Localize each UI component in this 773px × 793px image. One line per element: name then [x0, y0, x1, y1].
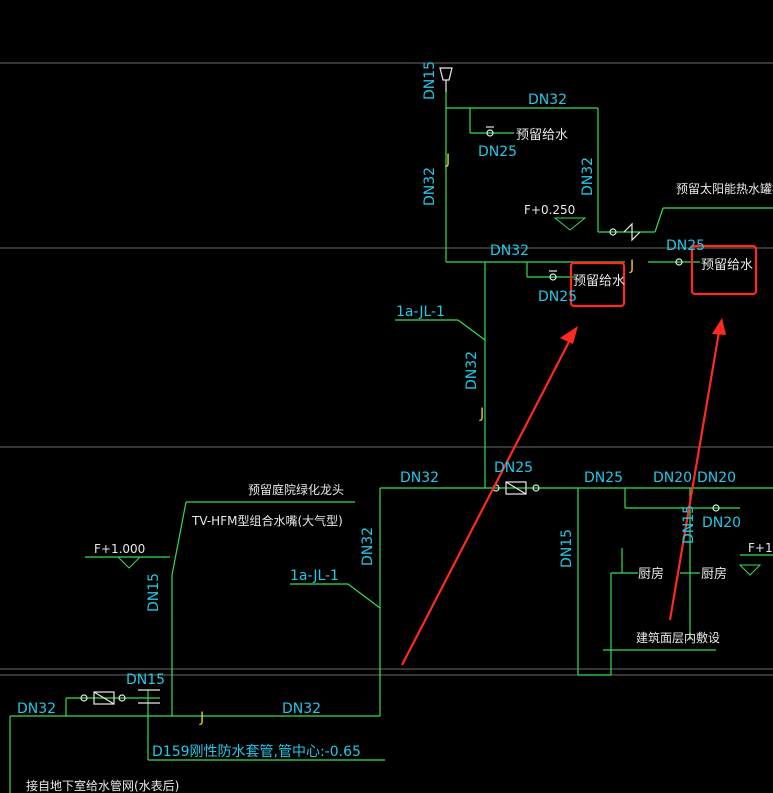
pipe-network	[9, 92, 773, 793]
valve-symbols	[80, 67, 720, 705]
label-dn32-left-riser: DN32	[422, 167, 438, 206]
fitting-marks: J J J J	[199, 152, 634, 726]
label-dn32-bottom-left: DN32	[17, 701, 56, 717]
label-jl-1-upper: 1a-JL-1	[396, 304, 445, 320]
fitting-j-4: J	[199, 710, 204, 726]
label-dn32-right-riser: DN32	[580, 157, 596, 196]
label-dn15-top: DN15	[422, 61, 438, 100]
red-annotations	[401, 244, 758, 666]
label-dn20-b: DN20	[697, 470, 736, 486]
label-jl-1-lower: 1a-JL-1	[290, 568, 339, 584]
arrow-heads	[560, 318, 726, 344]
label-reserve-water-3: 预留给水	[701, 258, 753, 273]
label-f-12: F+1.2	[748, 541, 773, 555]
arrow-head-1	[560, 326, 578, 344]
arrow-line-2	[668, 325, 722, 621]
label-floor-lay: 建筑面层内敷设	[636, 630, 720, 645]
highlight-box-1	[569, 261, 626, 308]
label-dn32-top: DN32	[528, 92, 567, 108]
label-dn25-mid: DN25	[538, 289, 577, 305]
highlight-box-2	[690, 244, 758, 296]
label-dn25-1: DN25	[478, 144, 517, 160]
label-kitchen-1: 厨房	[638, 566, 664, 582]
label-dn20-c: DN20	[702, 515, 741, 531]
label-dn20-a: DN20	[653, 470, 692, 486]
label-dn15-far-right: DN15	[681, 505, 697, 544]
label-dn25-mid-right: DN25	[666, 238, 705, 254]
label-kitchen-2: 厨房	[701, 566, 727, 582]
label-reserve-water-1: 预留给水	[516, 128, 568, 143]
label-tv-hfm: TV-HFM型组合水嘴(大气型)	[191, 513, 343, 528]
label-dn32-riser-mid: DN32	[464, 351, 480, 390]
label-f-0250: F+0.250	[524, 203, 575, 217]
label-dn25-main: DN25	[494, 460, 533, 476]
level-markers	[116, 217, 762, 576]
label-dn32-bottom: DN32	[282, 701, 321, 717]
label-dn32-main-left: DN32	[400, 470, 439, 486]
label-dn15-bottom: DN15	[126, 672, 165, 688]
label-footer: 接自地下室给水管网(水表后)	[26, 778, 179, 793]
fitting-j-3: J	[479, 406, 484, 422]
label-dn32-riser-low: DN32	[360, 527, 376, 566]
label-dn15-left: DN15	[146, 573, 162, 612]
label-reserve-water-2: 预留给水	[573, 274, 625, 289]
fitting-j-1: J	[445, 152, 450, 168]
label-d159: D159刚性防水套管,管中心:-0.65	[152, 744, 361, 760]
floor-lines	[0, 62, 773, 676]
label-dn32-mid: DN32	[490, 243, 529, 259]
fitting-j-2: J	[629, 258, 634, 274]
labels: DN15 DN32 DN25 预留给水 DN32 DN32 预留太阳能热水罐补水…	[17, 61, 773, 793]
label-f-1000: F+1.000	[94, 542, 145, 556]
label-garden-spray: 预留庭院绿化龙头	[248, 482, 344, 497]
arrow-head-2	[712, 318, 726, 335]
label-dn25-main-right: DN25	[584, 470, 623, 486]
label-dn15-right: DN15	[559, 529, 575, 568]
label-solar-reserve: 预留太阳能热水罐补水	[676, 181, 773, 196]
arrow-line-1	[401, 335, 573, 666]
